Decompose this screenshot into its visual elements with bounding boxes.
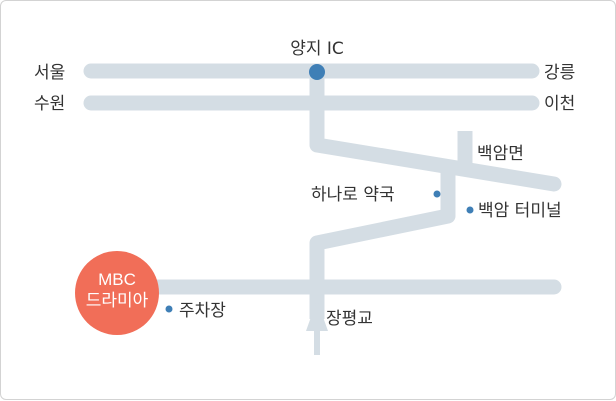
destination-label-line2: 드라미아 — [86, 291, 149, 310]
parking-dot-icon — [165, 305, 173, 313]
destination-marker — [75, 251, 159, 335]
destination-label-line1: MBC — [98, 270, 136, 289]
label-suwon: 수원 — [34, 94, 65, 114]
label-icheon: 이천 — [544, 94, 575, 114]
up-arrow-icon — [306, 300, 328, 355]
bus-terminal-dot-icon — [466, 206, 474, 214]
label-gangneung: 강릉 — [544, 63, 575, 83]
ic-marker-icon — [309, 64, 325, 80]
label-pharmacy: 하나로 약국 — [311, 185, 395, 205]
road-network — [83, 63, 562, 319]
label-baegam-myeon: 백암면 — [477, 144, 524, 164]
label-bus-terminal: 백암 터미널 — [478, 201, 562, 221]
label-parking: 주차장 — [179, 301, 226, 321]
pharmacy-dot-icon — [433, 190, 441, 198]
label-seoul: 서울 — [34, 63, 65, 83]
label-bridge: 장평교 — [326, 309, 373, 329]
label-ic: 양지 IC — [290, 39, 344, 59]
road-ic-connector — [309, 63, 562, 192]
